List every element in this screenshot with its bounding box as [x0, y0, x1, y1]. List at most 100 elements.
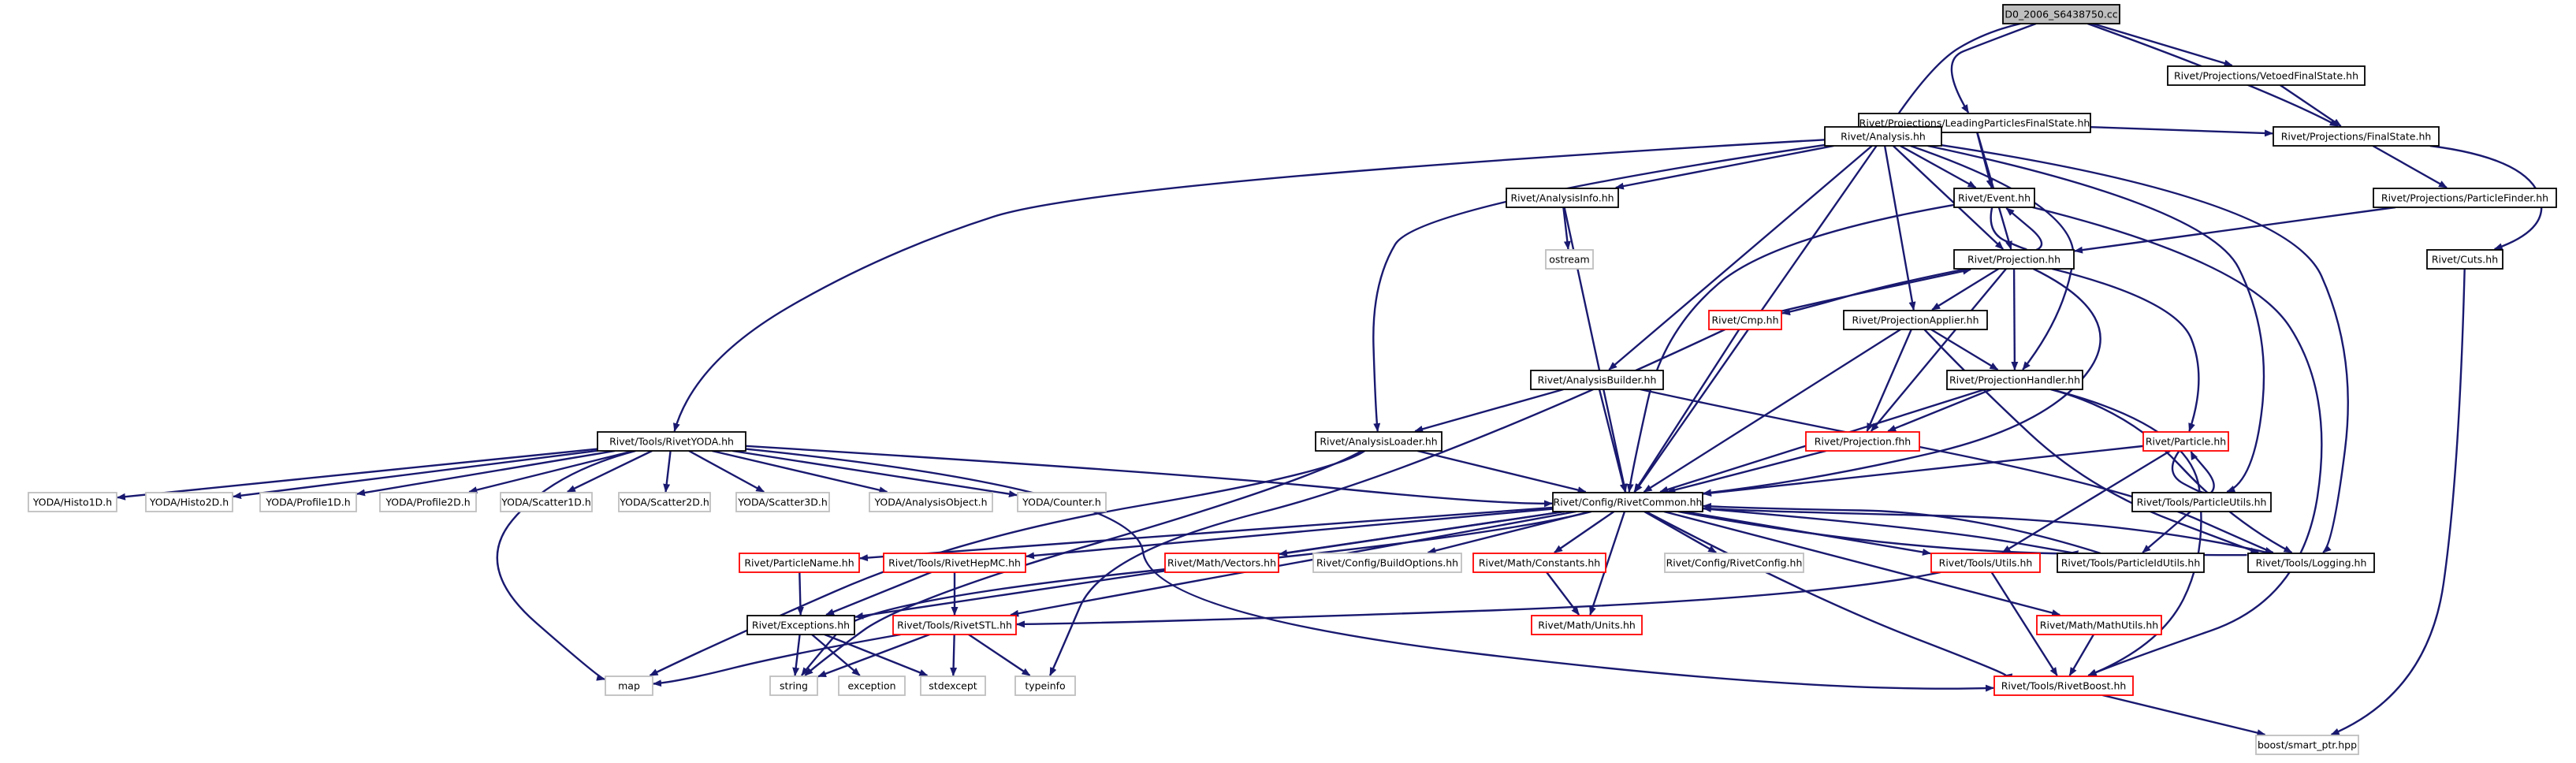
node-label: Rivet/Config/RivetCommon.hh	[1554, 497, 1703, 508]
graph-node-rivetcommon[interactable]: Rivet/Config/RivetCommon.hh	[1552, 492, 1703, 512]
graph-node-particlename[interactable]: Rivet/ParticleName.hh	[739, 553, 860, 573]
node-label: stdexcept	[929, 680, 977, 692]
graph-node-rivethepmc[interactable]: Rivet/Tools/RivetHepMC.hh	[883, 553, 1026, 573]
include-edge-lpfs-to-finalstate	[2090, 125, 2273, 137]
include-edge-analysis-to-analysisloader	[1372, 143, 1826, 432]
include-edge-projapplier-to-projhandler	[1930, 328, 1999, 371]
node-box	[2426, 249, 2503, 270]
include-edge-particle-to-utils	[2001, 449, 2171, 554]
node-box	[2373, 188, 2557, 208]
graph-node-profile1d: YODA/Profile1D.h	[259, 492, 357, 512]
graph-node-logging[interactable]: Rivet/Tools/Logging.hh	[2247, 553, 2375, 573]
include-edge-cmp-to-rivetcommon	[1633, 329, 1740, 493]
node-label: D0_2006_S6438750.cc	[2005, 9, 2117, 20]
graph-node-event[interactable]: Rivet/Event.hh	[1953, 188, 2035, 208]
node-box	[869, 492, 993, 512]
include-edge-analysis-to-logging	[1941, 143, 2349, 553]
include-edge-vfs-to-finalstate	[2280, 84, 2342, 127]
include-edge-rivetcommon-to-mathutils	[1663, 510, 2061, 616]
graph-node-vfs[interactable]: Rivet/Projections/VetoedFinalState.hh	[2167, 65, 2366, 86]
graph-node-rivetyoda[interactable]: Rivet/Tools/RivetYODA.hh	[597, 431, 746, 452]
graph-node-finalstate[interactable]: Rivet/Projections/FinalState.hh	[2273, 126, 2440, 147]
graph-node-analysisinfo[interactable]: Rivet/AnalysisInfo.hh	[1506, 188, 1619, 208]
graph-node-particleutils[interactable]: Rivet/Tools/ParticleUtils.hh	[2131, 492, 2272, 512]
include-edge-rivetyoda-to-profile2d	[468, 449, 635, 493]
node-label: Rivet/Projection.fhh	[1815, 436, 1911, 448]
graph-node-mathutils[interactable]: Rivet/Math/MathUtils.hh	[2036, 615, 2162, 635]
node-box	[1164, 553, 1279, 573]
include-edge-exceptions-to-string	[792, 634, 801, 676]
include-edge-projection-to-event	[2005, 207, 2043, 251]
node-label: YODA/Scatter1D.h	[501, 497, 591, 508]
node-box	[1315, 431, 1442, 452]
node-box	[1946, 370, 2083, 390]
node-label: YODA/Profile2D.h	[385, 497, 470, 508]
include-edge-main-to-analysis	[1889, 22, 2021, 127]
graph-node-particlefinder[interactable]: Rivet/Projections/ParticleFinder.hh	[2373, 188, 2557, 208]
node-box	[1708, 310, 1782, 330]
include-edge-rivetstl-to-map	[653, 633, 901, 687]
node-box	[2057, 553, 2205, 573]
graph-node-analysisobject: YODA/AnalysisObject.h	[869, 492, 993, 512]
include-edge-event-to-rivetcommon	[1626, 203, 1955, 493]
node-label: Rivet/Config/BuildOptions.hh	[1316, 557, 1458, 569]
include-edge-analysis-to-projection	[1892, 145, 2004, 250]
node-label: Rivet/Analysis.hh	[1841, 131, 1926, 143]
include-edge-rivetyoda-to-analysisobject	[711, 449, 888, 494]
graph-node-exceptions[interactable]: Rivet/Exceptions.hh	[746, 615, 855, 635]
node-box	[259, 492, 357, 512]
include-edge-main-to-lpfs	[1950, 22, 2037, 114]
include-edge-rivethepmc-to-exceptions	[825, 571, 932, 616]
graph-node-particle[interactable]: Rivet/Particle.hh	[2142, 431, 2229, 452]
node-box	[1953, 188, 2035, 208]
include-edge-analysis-to-analysisinfo	[1614, 144, 1834, 190]
graph-node-particleidutils[interactable]: Rivet/Tools/ParticleIdUtils.hh	[2057, 553, 2205, 573]
graph-node-rivetstl[interactable]: Rivet/Tools/RivetSTL.hh	[892, 615, 1017, 635]
graph-node-projection[interactable]: Rivet/Projection.hh	[1953, 249, 2075, 270]
graph-node-vectors[interactable]: Rivet/Math/Vectors.hh	[1164, 553, 1279, 573]
graph-node-scatter3d: YODA/Scatter3D.h	[735, 492, 830, 512]
graph-node-utils[interactable]: Rivet/Tools/Utils.hh	[1930, 553, 2041, 573]
graph-node-cmp[interactable]: Rivet/Cmp.hh	[1708, 310, 1782, 330]
node-box	[2142, 431, 2229, 452]
graph-node-rivetboost[interactable]: Rivet/Tools/RivetBoost.hh	[1993, 676, 2134, 696]
node-label: Rivet/Tools/ParticleIdUtils.hh	[2061, 557, 2201, 569]
node-box	[2273, 126, 2440, 147]
include-edge-analysisbuilder-to-analysisloader	[1414, 388, 1564, 433]
graph-node-projhandler[interactable]: Rivet/ProjectionHandler.hh	[1946, 370, 2083, 390]
include-edge-rivetstl-to-typeinfo	[968, 634, 1031, 676]
graph-node-stdexcept: stdexcept	[920, 676, 986, 696]
include-edge-rivetcommon-to-units	[1589, 511, 1626, 616]
node-label: Rivet/Projections/VetoedFinalState.hh	[2174, 70, 2358, 82]
node-label: Rivet/Math/Units.hh	[1538, 620, 1636, 631]
graph-node-units[interactable]: Rivet/Math/Units.hh	[1531, 615, 1643, 635]
graph-node-main[interactable]: D0_2006_S6438750.cc	[2002, 4, 2120, 24]
include-edge-mathutils-to-rivetboost	[2068, 634, 2095, 676]
node-box	[1993, 676, 2134, 696]
graph-node-projfhh[interactable]: Rivet/Projection.fhh	[1805, 431, 1920, 452]
node-label: Rivet/ProjectionApplier.hh	[1852, 315, 1979, 326]
include-edge-rivetyoda-to-histo2d	[233, 449, 598, 500]
graph-node-analysisloader[interactable]: Rivet/AnalysisLoader.hh	[1315, 431, 1442, 452]
node-box	[1530, 370, 1664, 390]
include-edge-cmp-to-projection	[1781, 267, 1971, 312]
graph-node-analysis[interactable]: Rivet/Analysis.hh	[1824, 126, 1942, 147]
node-label: Rivet/AnalysisLoader.hh	[1320, 436, 1437, 448]
include-edge-particleidutils-to-rivetcommon	[1703, 502, 2101, 555]
node-label: ostream	[1549, 254, 1589, 266]
node-label: map	[618, 680, 640, 692]
node-box	[1930, 553, 2041, 573]
node-box	[892, 615, 1017, 635]
node-label: YODA/AnalysisObject.h	[873, 497, 987, 508]
include-edge-projapplier-to-rivetcommon	[1643, 328, 1901, 493]
graph-node-projapplier[interactable]: Rivet/ProjectionApplier.hh	[1843, 310, 1988, 330]
node-label: Rivet/ParticleName.hh	[744, 557, 854, 569]
include-edge-utils-to-rivetboost	[1990, 571, 2058, 676]
node-label: YODA/Histo2D.h	[149, 497, 229, 508]
graph-node-string: string	[769, 676, 818, 696]
graph-node-constants[interactable]: Rivet/Math/Constants.hh	[1472, 553, 1606, 573]
graph-node-rivetconfig: Rivet/Config/RivetConfig.hh	[1664, 553, 1804, 573]
node-label: Rivet/Projection.hh	[1967, 254, 2060, 266]
graph-node-analysisbuilder[interactable]: Rivet/AnalysisBuilder.hh	[1530, 370, 1664, 390]
graph-node-cuts[interactable]: Rivet/Cuts.hh	[2426, 249, 2503, 270]
